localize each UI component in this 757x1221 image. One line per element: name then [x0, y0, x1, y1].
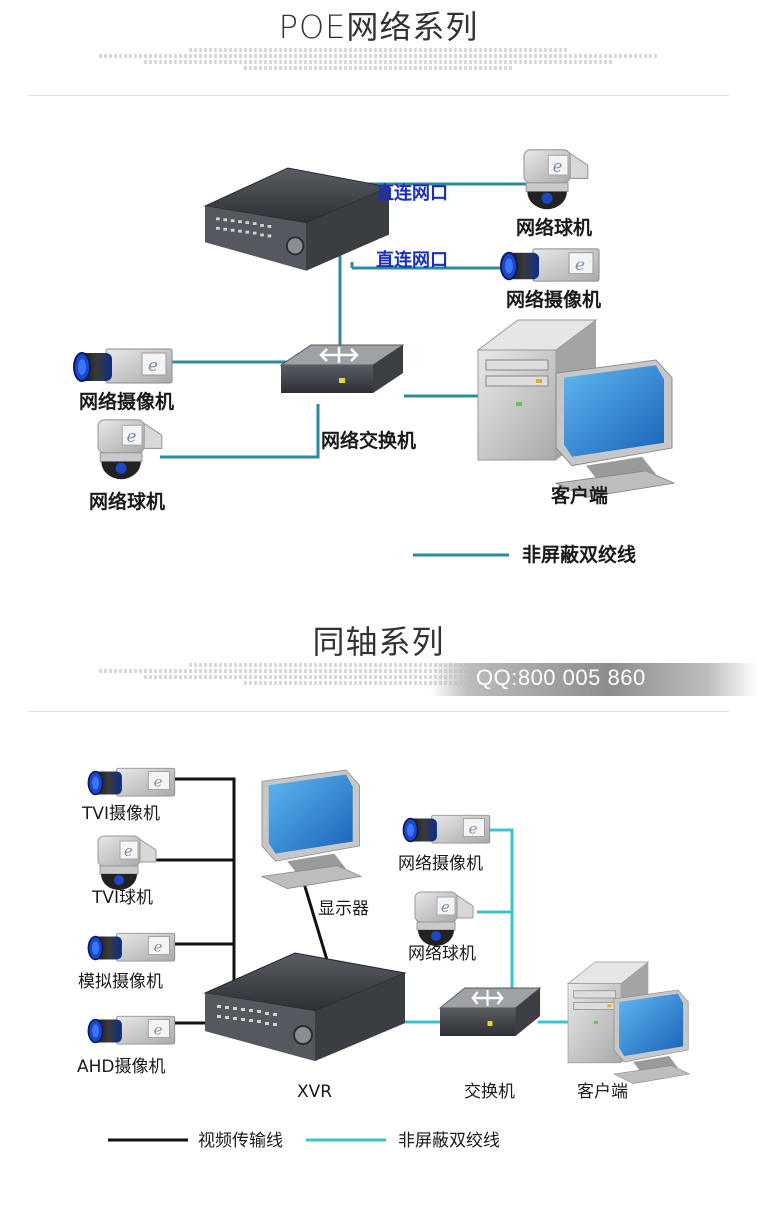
- ahd-camera-label: AHD摄像机: [77, 1057, 166, 1077]
- decorative-subtitle-lines: [0, 46, 757, 70]
- poe-legend-utp-label: 非屏蔽双绞线: [522, 543, 636, 566]
- poe-dome-left-label: 网络球机: [89, 490, 165, 513]
- poe-client-monitor-icon: [555, 359, 675, 498]
- tvi-dome-icon: [97, 835, 157, 891]
- poe-camera-right-icon: [500, 247, 600, 283]
- monitor-label: 显示器: [318, 899, 369, 919]
- section-divider: [28, 95, 729, 96]
- poe-nvr-icon: [204, 167, 390, 272]
- coax-section-title: 同轴系列: [312, 623, 445, 661]
- poe-dome-right-label: 网络球机: [516, 216, 592, 239]
- qq-banner: [430, 663, 757, 696]
- poe-client-label: 客户端: [551, 484, 608, 507]
- qq-contact: QQ:800 005 860: [476, 665, 646, 690]
- tvi-camera-label: TVI摄像机: [81, 804, 160, 824]
- tvi-dome-label: TVI球机: [91, 888, 153, 908]
- analog-camera-label: 模拟摄像机: [78, 972, 163, 992]
- poe-switch-icon: [279, 343, 405, 395]
- legend-video-label: 视频传输线: [198, 1131, 283, 1151]
- poe-direct-link-label-bottom: 直连网口: [376, 249, 448, 271]
- analog-camera-icon: [87, 932, 176, 962]
- section-divider: [28, 711, 729, 712]
- poe-dome-right-icon: [523, 149, 589, 210]
- xvr-label: XVR: [297, 1082, 332, 1102]
- poe-camera-left-label: 网络摄像机: [79, 390, 174, 413]
- legend-utp-label: 非屏蔽双绞线: [398, 1131, 500, 1151]
- coax-switch-icon: [438, 986, 542, 1038]
- poe-camera-left-icon: [73, 348, 173, 384]
- coax-client-monitor-icon: [613, 989, 690, 1084]
- poe-switch-label: 网络交换机: [321, 429, 416, 452]
- display-monitor-icon: [261, 769, 362, 889]
- ahd-camera-icon: [87, 1015, 176, 1045]
- poe-direct-link-label-top: 直连网口: [376, 182, 448, 204]
- coax-switch-label: 交换机: [464, 1082, 515, 1102]
- net-dome-icon: [414, 891, 474, 947]
- tvi-camera-icon: [87, 767, 176, 797]
- net-dome-label: 网络球机: [408, 944, 476, 964]
- poe-dome-left-icon: [97, 419, 163, 480]
- net-camera-icon: [402, 814, 491, 844]
- poe-section-title: POE网络系列: [278, 8, 479, 46]
- poe-camera-right-label: 网络摄像机: [506, 288, 601, 311]
- net-camera-label: 网络摄像机: [398, 854, 483, 874]
- decorative-subtitle-lines: [0, 661, 757, 685]
- coax-client-label: 客户端: [577, 1082, 628, 1102]
